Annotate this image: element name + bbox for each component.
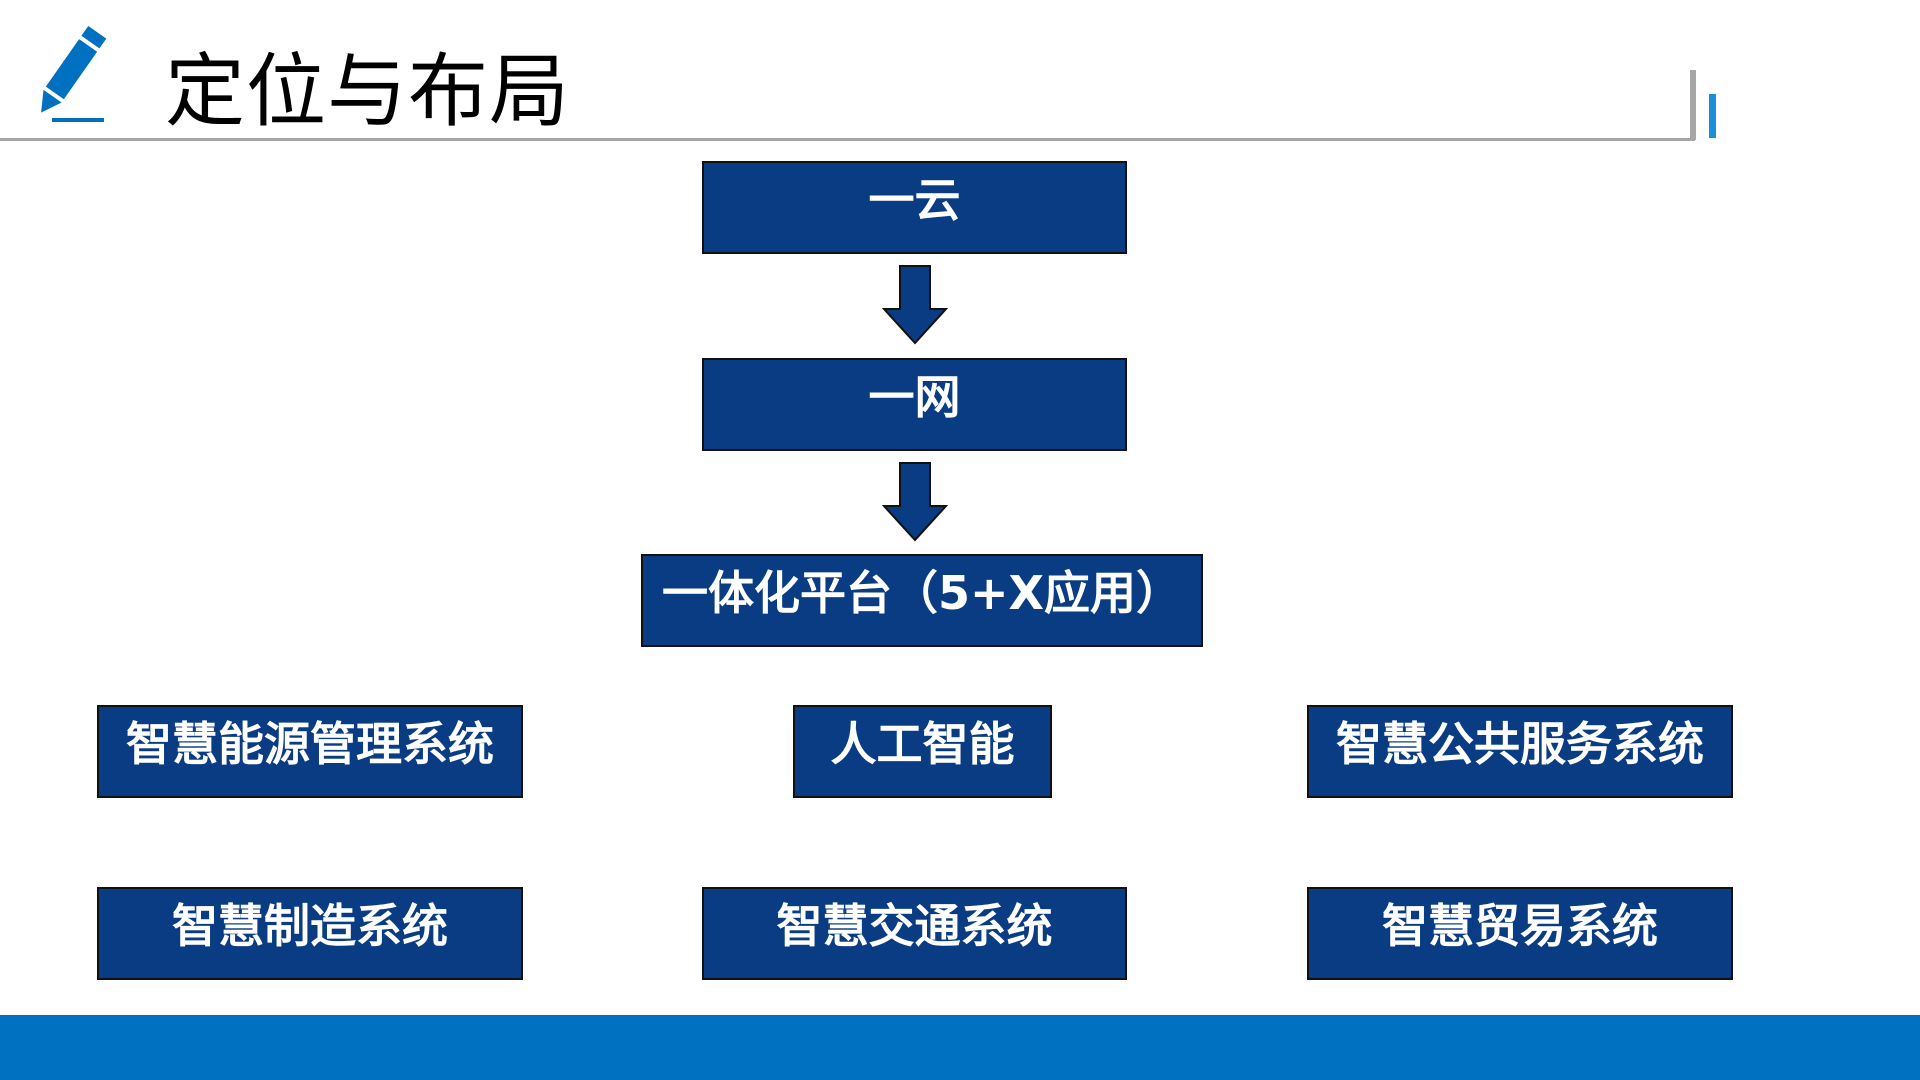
footer-bar	[0, 1015, 1920, 1080]
down-arrow-icon	[882, 462, 948, 542]
pencil-icon	[41, 25, 107, 122]
cloud-box: 一云	[702, 161, 1127, 254]
platform-box: 一体化平台（5+X应用）	[641, 554, 1203, 647]
trade-box: 智慧贸易系统	[1307, 887, 1733, 980]
public-service-box: 智慧公共服务系统	[1307, 705, 1733, 798]
energy-management-box: 智慧能源管理系统	[97, 705, 523, 798]
ai-box: 人工智能	[793, 705, 1052, 798]
network-box: 一网	[702, 358, 1127, 451]
transport-box: 智慧交通系统	[702, 887, 1127, 980]
down-arrow-icon	[882, 265, 948, 345]
corner-mark-blue	[1709, 94, 1716, 138]
manufacturing-box: 智慧制造系统	[97, 887, 523, 980]
title-divider	[0, 138, 1695, 141]
page-title: 定位与布局	[165, 45, 570, 138]
corner-mark-gray	[1690, 70, 1696, 140]
